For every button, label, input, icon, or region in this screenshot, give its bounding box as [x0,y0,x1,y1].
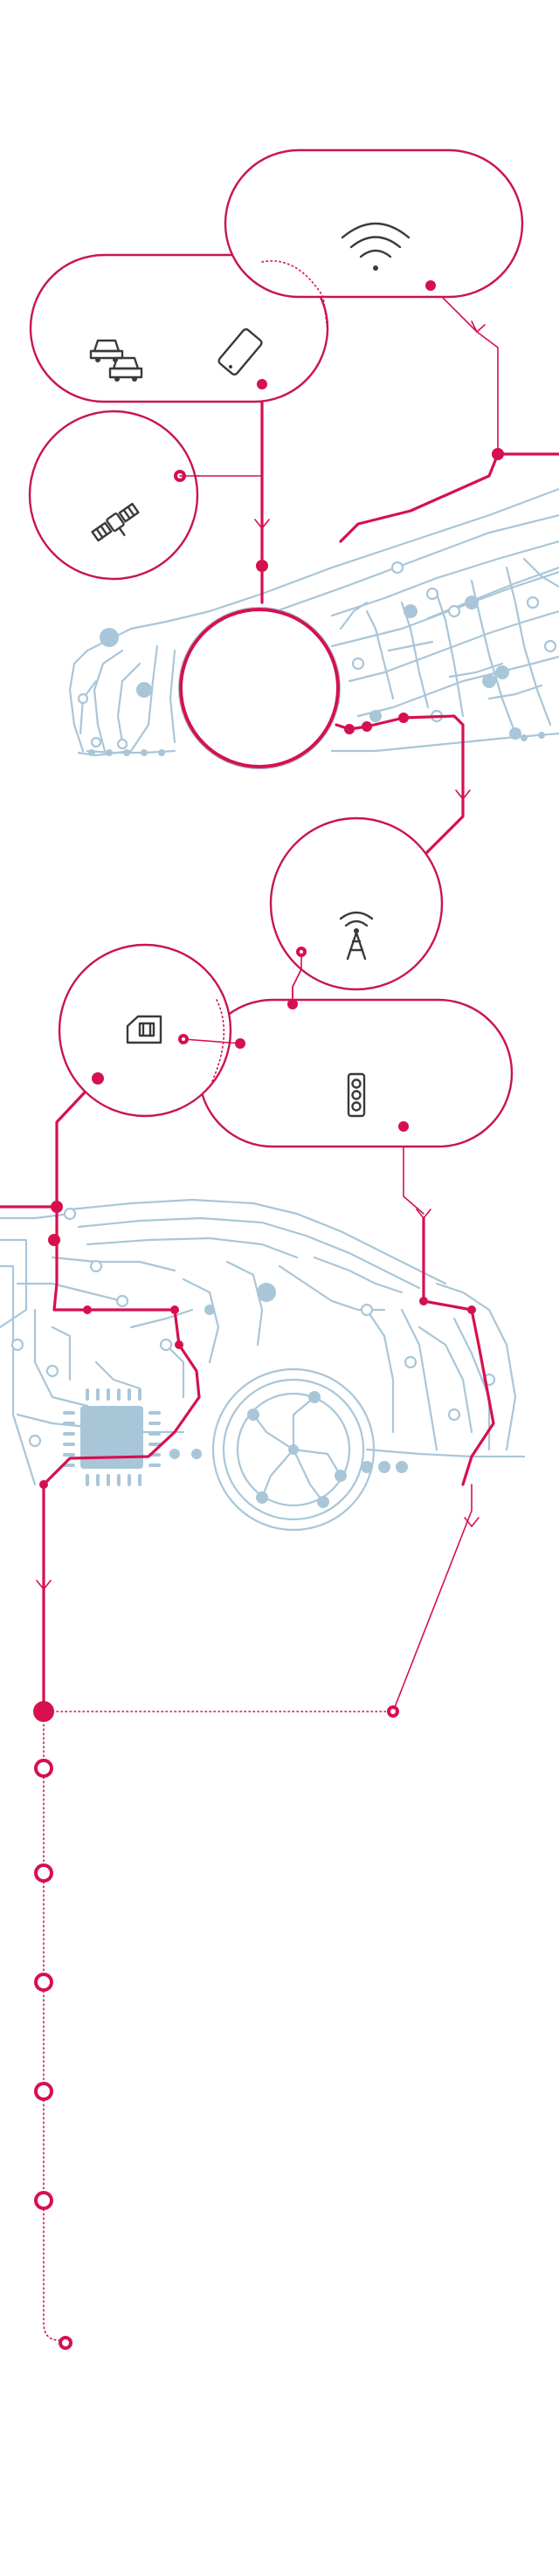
wifi-icon [341,222,411,271]
timeline-marker[interactable] [34,2082,53,2101]
sim-card-icon [126,1015,162,1044]
bubble-vehicles-phone[interactable] [29,253,329,403]
timeline-marker[interactable] [34,2191,53,2210]
smartphone-icon [217,327,263,376]
bubble-antenna[interactable] [269,816,444,991]
satellite-icon [91,502,140,542]
timeline-marker[interactable] [34,1973,53,1992]
cars-icon [89,339,143,382]
bottom-car-circuit [0,1198,526,1532]
timeline-marker[interactable] [34,1863,53,1883]
timeline [34,1724,72,2350]
data-connection-paths [0,280,559,1722]
bubble-sim[interactable] [58,943,232,1118]
timeline-end-marker[interactable] [59,2336,72,2350]
traffic-light-icon [347,1072,366,1118]
antenna-tower-icon [339,911,374,961]
timeline-marker[interactable] [34,1759,53,1778]
bubble-satellite[interactable] [28,410,199,581]
